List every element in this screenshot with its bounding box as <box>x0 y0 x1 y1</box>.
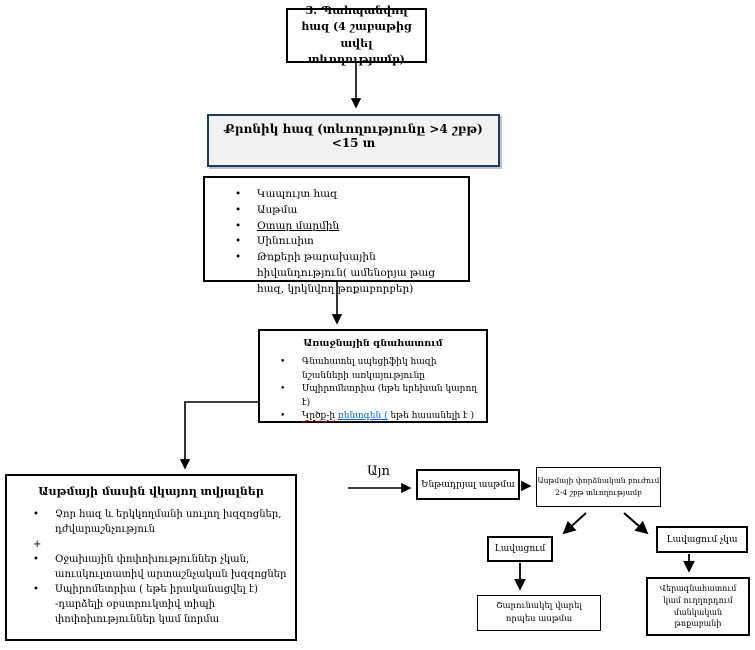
chronic-cough-text: Քրոնիկ հազ (տևողությունը >4 շբթ) <15 տ <box>224 122 483 150</box>
list-item: Սպիրոմետրիա ( եթե իրականացվել է) -դարձել… <box>33 582 289 627</box>
trial-line-2: 2-4 շբթ տևողությամբ <box>555 488 642 497</box>
asthma-evidence-title: Ասթմայի մասին վկայող տվյալներ <box>38 485 264 498</box>
continue-asthma-box: Շարունակել վարել որպես ասթմա <box>477 595 601 631</box>
arrow-trial-to-no-improvement <box>623 512 649 535</box>
yes-label: Այո <box>367 464 390 479</box>
trial-treatment-box: Ասթմայի փորձնական բուժում 2-4 շբթ տևողու… <box>536 467 661 507</box>
improvement-box: Լավացում <box>487 536 553 562</box>
persistent-cough-text: 3. Պահպանվող հազ (4 շաբաթից ավել տևողութ… <box>301 3 412 67</box>
bullet-rest-text: եթե հասանելի է ) <box>387 411 474 421</box>
continue-line-2: որպես ասթմա <box>505 614 573 624</box>
presumed-asthma-box: Ենթադրյալ ասթմա <box>416 469 520 500</box>
primary-assessment-title: Առաջնային գնահատում <box>303 338 443 349</box>
continue-line-1: Շարունակել վարել <box>496 601 582 612</box>
plus-sign: + <box>33 539 42 550</box>
arrow-assessment-to-asthma-signs <box>179 401 258 470</box>
list-item: Չոր հազ և երկկողմանի սուլող խզզոցներ, դժ… <box>33 507 289 537</box>
list-item: Կրծք-ի ռենտգեն ( եթե հասանելի է ) <box>280 410 482 424</box>
no-improvement-text: Լավացում չկա <box>666 534 738 545</box>
list-item: Ասթմա <box>235 203 462 219</box>
asthma-evidence-box: Ասթմայի մասին վկայող տվյալներ Չոր հազ և … <box>5 474 297 641</box>
referral-text: Վերագնահատում կամ ուղղորդում մանկական թո… <box>660 583 737 629</box>
trial-treatment-text: Ասթմայի փորձնական բուժում 2-4 շբթ տևողու… <box>538 475 660 499</box>
xray-link[interactable]: ռենտգեն ( <box>337 411 388 421</box>
list-item: Սինուսիտ <box>235 234 462 250</box>
persistent-cough-box: 3. Պահպանվող հազ (4 շաբաթից ավել տևողութ… <box>286 4 427 66</box>
misspelled-word: Կրծք-ի <box>302 411 336 421</box>
primary-assessment-box: Առաջնային գնահատում Գնահատել սպեցիֆիկ հա… <box>258 329 488 423</box>
presumed-asthma-text: Ենթադրյալ ասթմա <box>421 479 515 490</box>
improvement-text: Լավացում <box>494 544 546 554</box>
list-item: Կապույտ հազ <box>235 187 462 203</box>
referral-line-3: մանկական <box>673 607 723 617</box>
assessment-list: Գնահատել սպեցիֆիկ հազի նշանների առկայութ… <box>260 356 486 424</box>
list-item: Օջախային փոփոխություններ չկան, աուսկուլտ… <box>33 552 289 582</box>
referral-line-4: թոքաբանի <box>674 619 722 629</box>
list-item: Օտար մարմին <box>235 219 462 235</box>
differential-causes-box: Կապույտ հազ Ասթմա Օտար մարմին Սինուսիտ Թ… <box>203 176 470 295</box>
referral-line-2: կամ ուղղորդում <box>663 595 733 605</box>
asthma-evidence-list: Չոր հազ և երկկողմանի սուլող խզզոցներ, դժ… <box>7 507 295 627</box>
referral-line-1: Վերագնահատում <box>659 584 737 594</box>
list-item: Գնահատել սպեցիֆիկ հազի նշանների առկայութ… <box>280 356 482 383</box>
chronic-cough-box: Քրոնիկ հազ (տևողությունը >4 շբթ) <15 տ <box>207 114 500 167</box>
trial-line-1: Ասթմայի փորձնական բուժում <box>537 476 660 485</box>
referral-box: Վերագնահատում կամ ուղղորդում մանկական թո… <box>646 577 750 636</box>
no-improvement-box: Լավացում չկա <box>656 526 748 553</box>
arrow-trial-to-improvement <box>562 512 587 535</box>
causes-list: Կապույտ հազ Ասթմա Օտար մարմին Սինուսիտ Թ… <box>205 187 468 297</box>
continue-asthma-text: Շարունակել վարել որպես ասթմա <box>496 600 582 626</box>
list-item: Թոքերի թարախային հիվանդություն( ամենօրյա… <box>235 250 462 297</box>
list-item: Սպիրոմետրիա (եթե երեխան կարող է) <box>280 383 482 410</box>
